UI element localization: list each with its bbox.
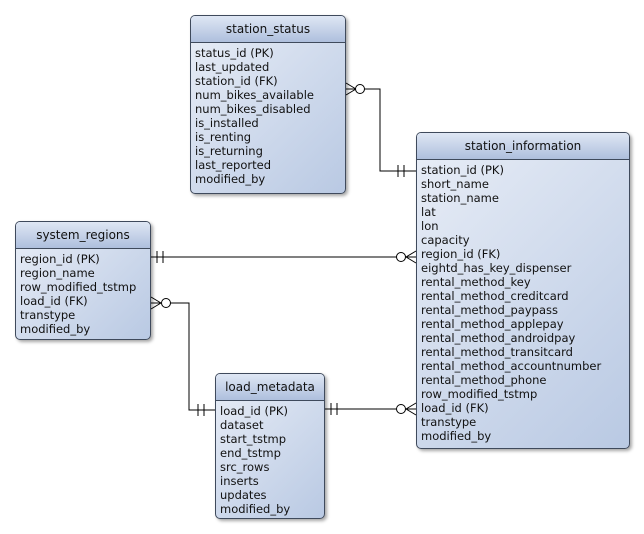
entity-field: modified_by: [421, 429, 492, 443]
entity-field: start_tstmp: [220, 432, 287, 446]
entity-field: rental_method_paypass: [421, 303, 558, 317]
entity-field: station_name: [421, 191, 499, 205]
entity-field: modified_by: [220, 502, 291, 516]
entity-field: region_name: [20, 266, 95, 280]
entity-field: src_rows: [220, 460, 270, 474]
entity-field: inserts: [220, 474, 259, 488]
entity-field: last_reported: [195, 158, 271, 172]
entity-field: num_bikes_available: [195, 88, 314, 102]
relationship-load-metadata-station-information: [325, 403, 416, 415]
entity-field: eightd_has_key_dispenser: [421, 261, 572, 275]
entity-title: station_status: [191, 16, 345, 43]
entity-field: end_tstmp: [220, 446, 281, 460]
entity-field: rental_method_key: [421, 275, 531, 289]
entity-field: load_id (PK): [220, 404, 288, 418]
entity-field: rental_method_androidpay: [421, 331, 576, 345]
entity-field: region_id (PK): [20, 252, 100, 266]
entity-field: lon: [421, 219, 439, 233]
entity-field: last_updated: [195, 60, 270, 74]
entity-station-status[interactable]: station_status status_id (PK)last_update…: [190, 15, 346, 194]
entity-field: rental_method_phone: [421, 373, 547, 387]
entity-field: status_id (PK): [195, 46, 274, 60]
entity-field: short_name: [421, 177, 489, 191]
entity-title: system_regions: [16, 222, 150, 249]
entity-field: modified_by: [195, 172, 266, 186]
entity-field: rental_method_applepay: [421, 317, 564, 331]
entity-field: capacity: [421, 233, 470, 247]
entity-field: rental_method_transitcard: [421, 345, 573, 359]
entity-field: transtype: [421, 415, 477, 429]
entity-field: load_id (FK): [421, 401, 489, 415]
entity-field: rental_method_creditcard: [421, 289, 569, 303]
entity-field: row_modified_tstmp: [421, 387, 538, 401]
relationship-station-information-station-status: [346, 83, 416, 177]
entity-field: region_id (FK): [421, 247, 501, 261]
entity-field: row_modified_tstmp: [20, 280, 137, 294]
entity-field: is_renting: [195, 130, 252, 144]
entity-field: is_returning: [195, 144, 263, 158]
entity-field: transtype: [20, 308, 76, 322]
entity-field: station_id (PK): [421, 163, 504, 177]
entity-field: is_installed: [195, 116, 259, 130]
entity-field: num_bikes_disabled: [195, 102, 311, 116]
entity-field: dataset: [220, 418, 264, 432]
relationship-system-regions-station-information: [151, 251, 416, 263]
entity-title: station_information: [417, 133, 629, 160]
entity-field: modified_by: [20, 322, 91, 336]
entity-station-information[interactable]: station_information station_id (PK)short…: [416, 132, 630, 449]
relationship-load-metadata-system-regions: [151, 297, 216, 416]
entity-system-regions[interactable]: system_regions region_id (PK)region_name…: [15, 221, 151, 340]
entity-title: load_metadata: [216, 374, 324, 401]
entity-field: load_id (FK): [20, 294, 88, 308]
entity-field: updates: [220, 488, 267, 502]
entity-field: rental_method_accountnumber: [421, 359, 602, 373]
entity-field: station_id (FK): [195, 74, 278, 88]
entity-field: lat: [421, 205, 436, 219]
